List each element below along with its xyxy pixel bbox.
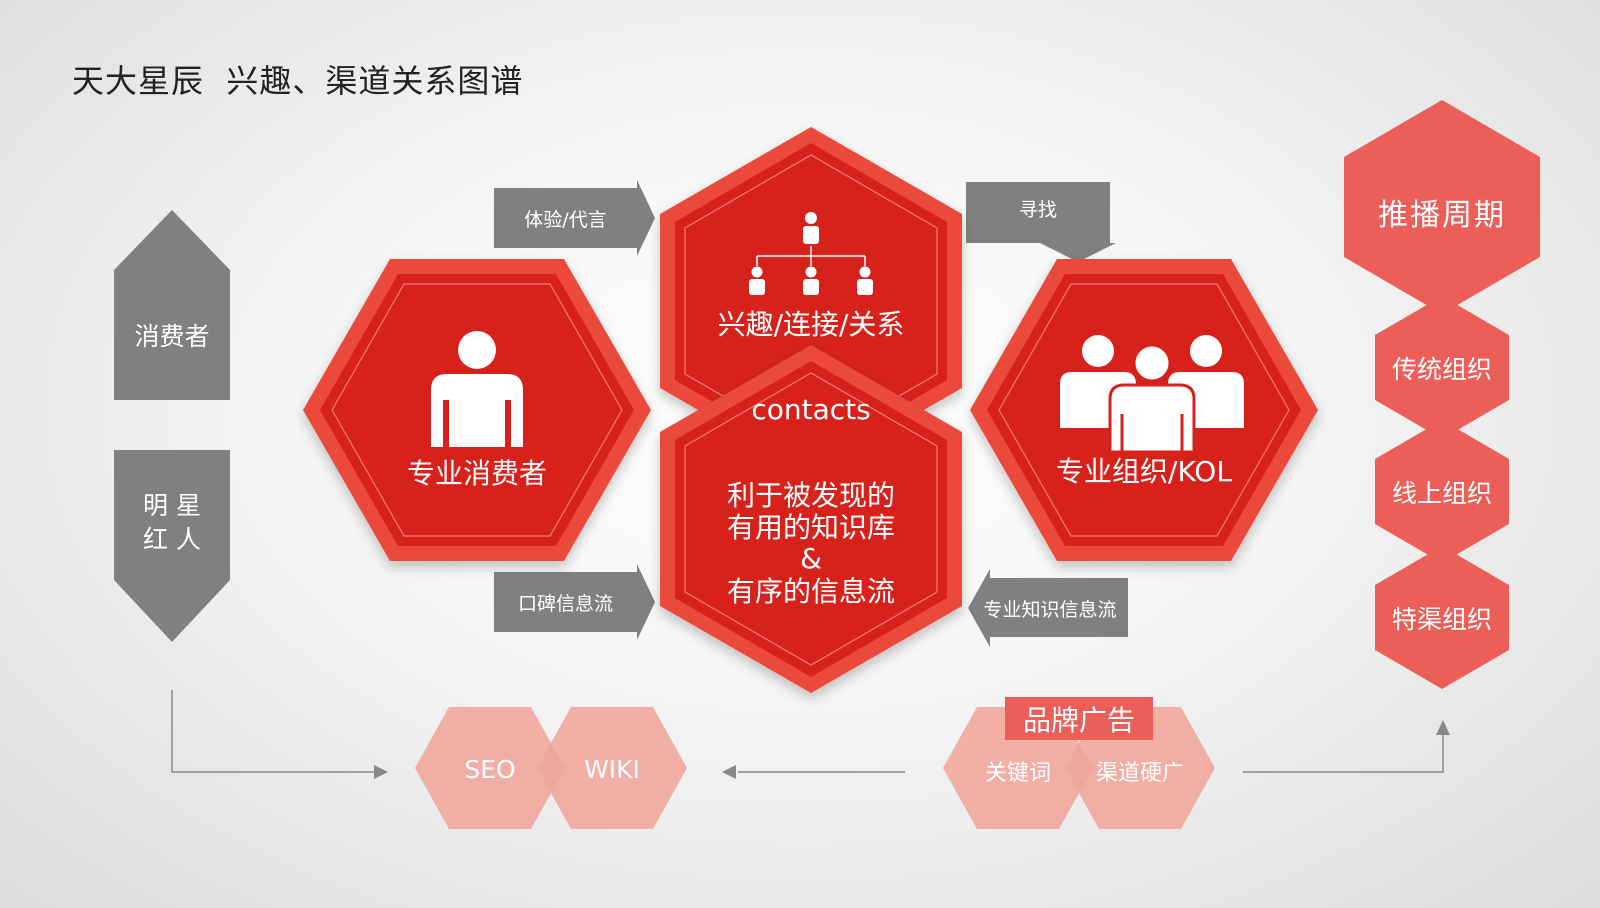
- connector-lines: [171, 690, 1444, 773]
- celebrity-label-line1: 明 星: [143, 491, 201, 520]
- expert-info-arrow-label: 专业知识信息流: [983, 598, 1117, 621]
- celebrity-label-line2: 红 人: [143, 525, 201, 554]
- find-arrow: [966, 182, 1116, 262]
- connector-arrowheads: [374, 720, 1450, 779]
- interest-hexagon-label: 兴趣/连接/关系: [717, 308, 905, 341]
- online-org-label: 线上组织: [1391, 479, 1492, 508]
- traditional-org-hexagon: [1375, 296, 1509, 439]
- person-icon: [431, 331, 523, 447]
- word-of-mouth-arrow: [494, 564, 655, 640]
- consumer-shape: [114, 210, 230, 400]
- experience-arrow-label: 体验/代言: [524, 208, 607, 231]
- channel-ad-label: 渠道硬广: [1095, 761, 1184, 786]
- brand-ad-label: 品牌广告: [1022, 704, 1135, 737]
- online-org-hexagon: [1375, 420, 1509, 563]
- celebrity-shape: [114, 450, 230, 642]
- group-icon: [1060, 335, 1244, 454]
- knowledge-label-line4: 有序的信息流: [726, 575, 895, 608]
- find-arrow-label: 寻找: [1018, 198, 1057, 221]
- expert-info-arrow: [968, 569, 1128, 647]
- consumer-hexagon-label: 专业消费者: [406, 457, 547, 490]
- wiki-label: WIKI: [584, 754, 640, 784]
- special-channel-org-hexagon: [1375, 546, 1509, 689]
- broadcast-cycle-hexagon: [1344, 100, 1540, 314]
- traditional-org-label: 传统组织: [1391, 355, 1492, 384]
- contacts-label: contacts: [751, 392, 871, 426]
- brand-ad-box: [1005, 697, 1153, 740]
- interest-hexagon: [660, 127, 962, 475]
- seo-wiki-group: [415, 707, 687, 829]
- keyword-label: 关键词: [984, 761, 1051, 786]
- consumer-label: 消费者: [134, 322, 210, 351]
- seo-label: SEO: [464, 754, 516, 784]
- knowledge-label-line1: 利于被发现的: [726, 479, 895, 512]
- broadcast-cycle-label: 推播周期: [1378, 198, 1506, 233]
- knowledge-label-line3: &: [800, 541, 822, 575]
- knowledge-label-line2: 有用的知识库: [726, 511, 895, 544]
- knowledge-hexagon: [660, 345, 962, 693]
- experience-arrow: [494, 180, 655, 256]
- org-chart-icon: [749, 212, 873, 295]
- page-title: 天大星辰 兴趣、渠道关系图谱: [72, 62, 524, 100]
- special-channel-org-label: 特渠组织: [1391, 605, 1492, 634]
- word-of-mouth-arrow-label: 口碑信息流: [517, 592, 613, 615]
- kol-hexagon-label: 专业组织/KOL: [1056, 455, 1232, 488]
